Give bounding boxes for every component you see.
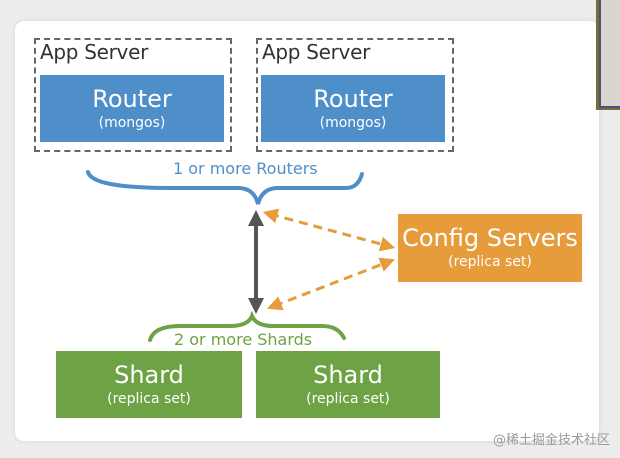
config-subtitle: (replica set) [448, 254, 532, 270]
shard-box-1: Shard (replica set) [56, 351, 242, 418]
shard-subtitle: (replica set) [107, 390, 191, 407]
router-subtitle: (mongos) [319, 114, 387, 131]
watermark: @稀土掘金技术社区 [492, 433, 610, 448]
app-server-2: App Server [256, 38, 454, 152]
config-router-arrow [262, 208, 396, 252]
routers-brace [86, 170, 364, 205]
app-server-label: App Server [262, 40, 371, 64]
router-title: Router [313, 84, 393, 113]
shards-brace [148, 310, 346, 342]
app-server-label: App Server [40, 40, 149, 64]
router-box-1: Router (mongos) [40, 75, 224, 142]
config-servers-box: Config Servers (replica set) [398, 214, 582, 282]
shard-box-2: Shard (replica set) [256, 351, 440, 418]
config-shard-arrow [267, 257, 395, 311]
routers-caption: 1 or more Routers [173, 159, 318, 178]
video-thumbnail [596, 0, 620, 110]
shards-caption: 2 or more Shards [174, 330, 313, 349]
shard-title: Shard [313, 360, 383, 389]
config-title: Config Servers [402, 224, 578, 252]
shard-subtitle: (replica set) [306, 390, 390, 407]
shard-title: Shard [114, 360, 184, 389]
router-title: Router [92, 84, 172, 113]
router-box-2: Router (mongos) [261, 75, 445, 142]
router-subtitle: (mongos) [98, 114, 166, 131]
app-server-1: App Server [34, 38, 232, 152]
